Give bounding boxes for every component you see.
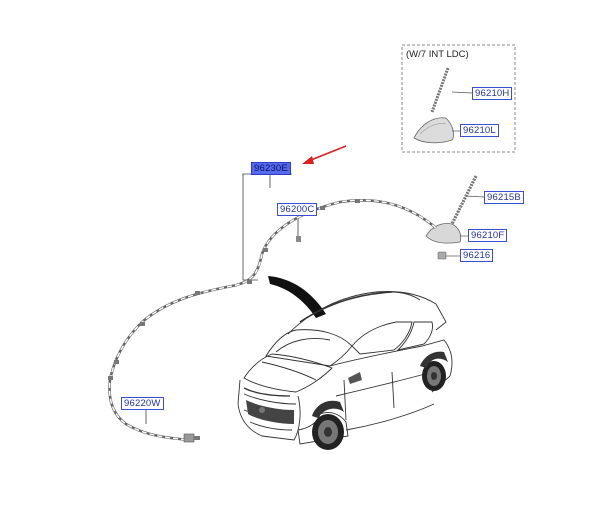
cable-clips	[108, 199, 360, 380]
vehicle-grille	[246, 400, 294, 424]
antenna-rod	[450, 175, 478, 225]
antenna-feeder-cable	[108, 198, 437, 442]
front-wheel	[312, 414, 344, 450]
inset-antenna-base	[413, 117, 454, 144]
cable-connector	[183, 433, 195, 443]
part-label-96216[interactable]: 96216	[460, 249, 494, 262]
leader-96215B	[465, 195, 485, 198]
leader-96210H	[451, 91, 473, 94]
inset-antenna-rod	[430, 67, 450, 113]
roof-pointer	[268, 276, 326, 318]
part-label-96220W[interactable]: 96220W	[121, 397, 164, 410]
bracket-96230E	[242, 174, 258, 281]
part-label-96200C[interactable]: 96200C	[277, 203, 318, 216]
antenna-base	[425, 223, 462, 244]
inset-frame	[401, 44, 516, 153]
part-label-96210H[interactable]: 96210H	[472, 87, 513, 100]
part-label-96210L[interactable]: 96210L	[460, 124, 499, 137]
rear-wheel	[422, 361, 446, 391]
part-label-96210F[interactable]: 96210F	[468, 229, 508, 242]
part-label-96230E[interactable]: 96230E	[251, 162, 291, 175]
inset-title: (W/7 INT LDC)	[406, 49, 469, 60]
nut-part	[437, 251, 447, 260]
pointer-arrow-head	[302, 156, 314, 164]
part-label-96215B[interactable]: 96215B	[484, 191, 524, 204]
